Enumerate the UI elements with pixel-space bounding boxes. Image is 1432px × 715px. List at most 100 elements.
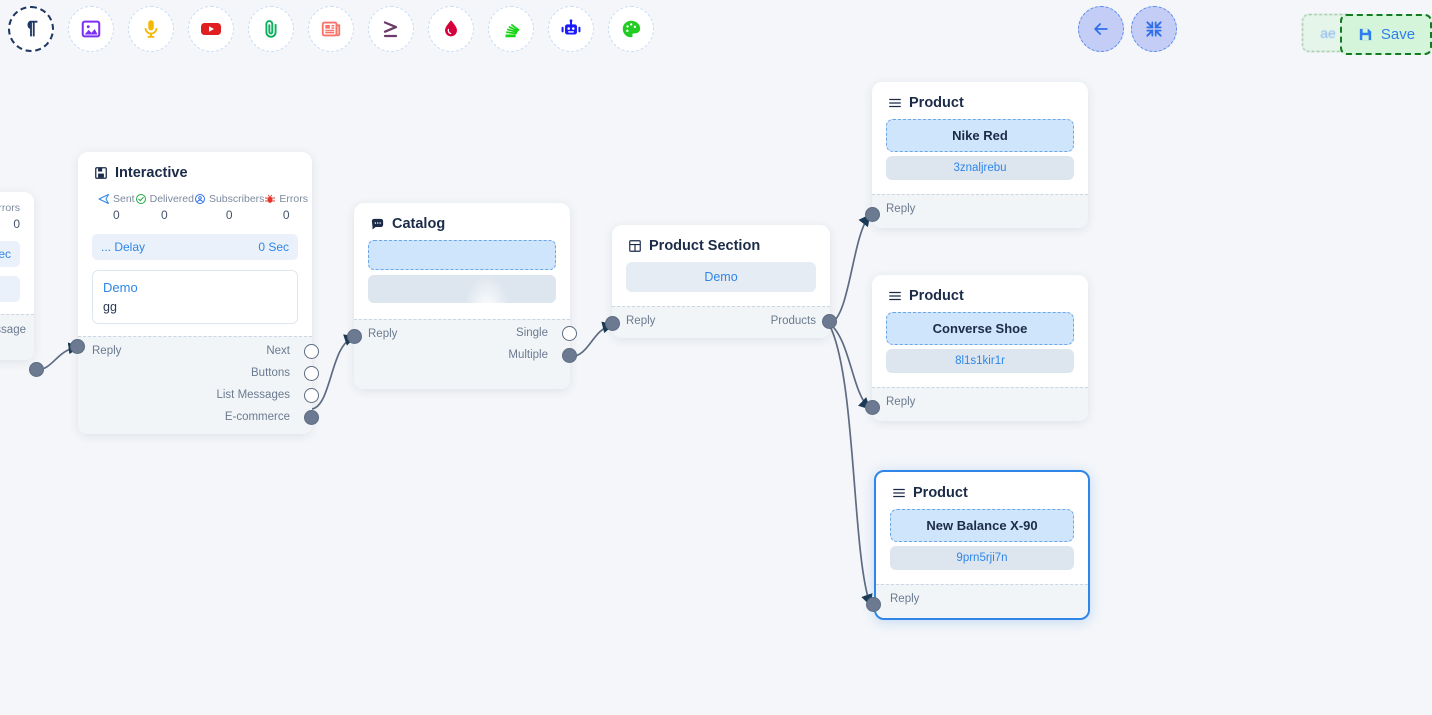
product-2-header: Product xyxy=(872,275,1088,312)
save-button[interactable]: Save xyxy=(1340,14,1432,55)
catalog-in-dot[interactable] xyxy=(347,329,362,344)
port-buttons-dot[interactable] xyxy=(304,365,319,381)
product-2-id[interactable]: 8l1s1kir1r xyxy=(886,349,1074,373)
product-1-in-dot[interactable] xyxy=(865,207,880,222)
palette-item-pilcrow[interactable] xyxy=(8,6,54,52)
product-1-id[interactable]: 3znaljrebu xyxy=(886,156,1074,180)
palette-item-microphone[interactable] xyxy=(128,6,174,52)
clipped-out-dot[interactable] xyxy=(29,362,44,377)
catalog-header: Catalog xyxy=(354,203,570,240)
delay-row[interactable]: ... Delay 0 Sec xyxy=(92,234,298,260)
port-next[interactable]: Next xyxy=(78,337,319,362)
interactive-in-dot[interactable] xyxy=(70,339,85,354)
canvas-controls[interactable]: ae Save xyxy=(1070,6,1432,58)
product-section-in-dot[interactable] xyxy=(605,316,620,331)
interactive-title: Interactive xyxy=(115,165,188,181)
interactive-header: Interactive xyxy=(78,152,312,189)
stat-sent-label: Sent xyxy=(113,193,135,205)
back-button[interactable] xyxy=(1078,6,1124,52)
node-palette-toolbar[interactable] xyxy=(8,6,654,52)
palette-item-action[interactable] xyxy=(428,6,474,52)
node-clipped-left[interactable]: Errors 0 Sec essage xyxy=(0,192,34,360)
port-multiple-dot[interactable] xyxy=(562,347,577,363)
message-card[interactable]: Demo gg xyxy=(92,270,298,324)
product-section-out-label: Products xyxy=(770,315,816,327)
node-product-1[interactable]: Product Nike Red 3znaljrebu Reply xyxy=(872,82,1088,228)
catalog-ports: Reply Single Multiple xyxy=(354,319,577,389)
interactive-in-label: Reply xyxy=(92,345,122,357)
stat-subscribers-value: 0 xyxy=(225,208,233,222)
node-product-2[interactable]: Product Converse Shoe 8l1s1kir1r Reply xyxy=(872,275,1088,421)
product-section-demo-label: Demo xyxy=(704,270,738,284)
clipped-delay-value: Sec xyxy=(0,247,11,261)
catalog-skeleton-secondary xyxy=(368,275,556,303)
palette-item-youtube[interactable] xyxy=(188,6,234,52)
youtube-icon xyxy=(201,23,221,35)
palette-item-bot[interactable] xyxy=(548,6,594,52)
port-multiple[interactable]: Multiple xyxy=(354,344,577,366)
palette-item-condition[interactable] xyxy=(368,6,414,52)
product-1-ports: Reply xyxy=(872,194,1088,228)
node-interactive[interactable]: Interactive Sent 0 xyxy=(78,152,319,434)
product-3-name[interactable]: New Balance X-90 xyxy=(890,509,1074,542)
list-icon xyxy=(889,291,901,301)
robot-icon xyxy=(561,19,581,35)
port-buttons[interactable]: Buttons xyxy=(78,362,319,384)
microphone-icon xyxy=(144,20,158,38)
port-next-dot[interactable] xyxy=(304,343,319,359)
product-2-in-dot[interactable] xyxy=(865,400,880,415)
edge-section-to-product-2 xyxy=(829,323,871,410)
stat-delivered-value: 0 xyxy=(160,208,168,222)
node-catalog[interactable]: Catalog Reply Single Multiple xyxy=(354,203,577,389)
send-icon xyxy=(98,194,109,204)
product-2-name[interactable]: Converse Shoe xyxy=(886,312,1074,345)
port-ecommerce[interactable]: E-commerce xyxy=(78,406,319,428)
floppy-disk-icon xyxy=(1359,28,1372,41)
port-list-messages-label: List Messages xyxy=(216,389,290,401)
palette-item-list[interactable] xyxy=(488,6,534,52)
product-section-in-label: Reply xyxy=(626,315,656,327)
product-section-demo-button[interactable]: Demo xyxy=(626,262,816,292)
palette-icon xyxy=(622,20,641,38)
catalog-title: Catalog xyxy=(392,216,446,232)
node-product-3[interactable]: Product New Balance X-90 9prn5rji7n Repl… xyxy=(874,470,1090,620)
chat-icon xyxy=(371,218,384,229)
product-2-title: Product xyxy=(909,288,964,304)
product-3-in-label: Reply xyxy=(890,593,920,605)
product-1-name[interactable]: Nike Red xyxy=(886,119,1074,152)
palette-item-image[interactable] xyxy=(68,6,114,52)
node-product-section[interactable]: Product Section Demo Reply Products xyxy=(612,225,837,338)
image-icon xyxy=(81,20,101,38)
clipped-placeholder-bar xyxy=(0,276,20,302)
product-3-id[interactable]: 9prn5rji7n xyxy=(890,546,1074,570)
product-1-header: Product xyxy=(872,82,1088,119)
port-single[interactable]: Single xyxy=(354,320,577,344)
port-single-dot[interactable] xyxy=(562,325,577,341)
stat-subscribers-label: Subscribers xyxy=(208,193,265,205)
product-2-ports: Reply xyxy=(872,387,1088,421)
clipped-port-label: essage xyxy=(0,324,26,336)
edge-section-to-product-1 xyxy=(829,214,871,325)
palette-item-template[interactable] xyxy=(308,6,354,52)
palette-item-attachment[interactable] xyxy=(248,6,294,52)
product-section-ports: Reply Products xyxy=(612,306,837,338)
port-ecommerce-dot[interactable] xyxy=(304,409,319,425)
fit-view-button[interactable] xyxy=(1131,6,1177,52)
products-out-dot[interactable] xyxy=(822,314,837,329)
product-1-title: Product xyxy=(909,95,964,111)
save-button-label: Save xyxy=(1380,26,1416,43)
port-list-messages[interactable]: List Messages xyxy=(78,384,319,406)
delay-value: 0 Sec xyxy=(258,240,289,254)
interactive-stats: Sent 0 Delivered 0 xyxy=(92,189,308,224)
clipped-errors-value: 0 xyxy=(13,217,20,231)
catalog-in-label: Reply xyxy=(368,328,398,340)
port-list-messages-dot[interactable] xyxy=(304,387,319,403)
product-3-header: Product xyxy=(876,472,1088,509)
product-3-title: Product xyxy=(913,485,968,501)
product-3-in-dot[interactable] xyxy=(866,597,881,612)
greater-equal-icon xyxy=(383,21,398,38)
palette-item-design[interactable] xyxy=(608,6,654,52)
stack-icon xyxy=(505,24,520,38)
port-ecommerce-label: E-commerce xyxy=(224,411,290,423)
